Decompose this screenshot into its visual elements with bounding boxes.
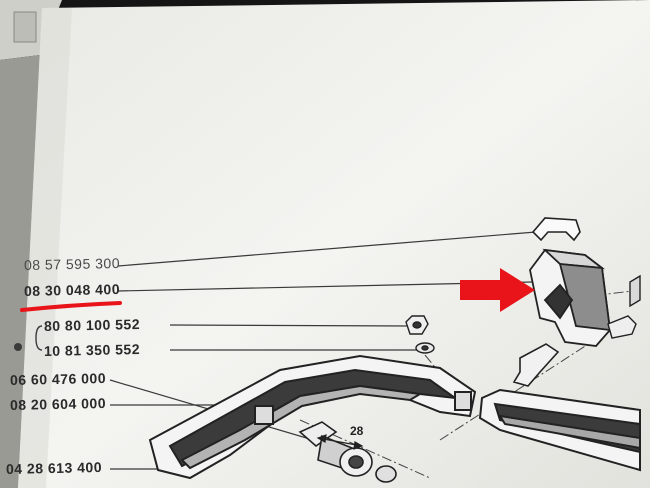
part-number-1: 08 57 595 300	[23, 254, 121, 273]
part-number-5: 06 60 476 000	[9, 369, 107, 388]
dimension-label: 28	[350, 424, 364, 438]
clip-part	[531, 217, 581, 242]
part-number-6: 08 20 604 000	[9, 394, 107, 413]
part-number-4: 10 81 350 552	[43, 340, 141, 359]
part-number-3: 80 80 100 552	[43, 315, 141, 334]
highlight-underline	[20, 301, 122, 312]
part-number-2-highlighted: 08 30 048 400	[23, 280, 121, 299]
red-arrow-icon	[460, 268, 535, 312]
part-number-7: 04 28 613 400	[5, 458, 103, 477]
